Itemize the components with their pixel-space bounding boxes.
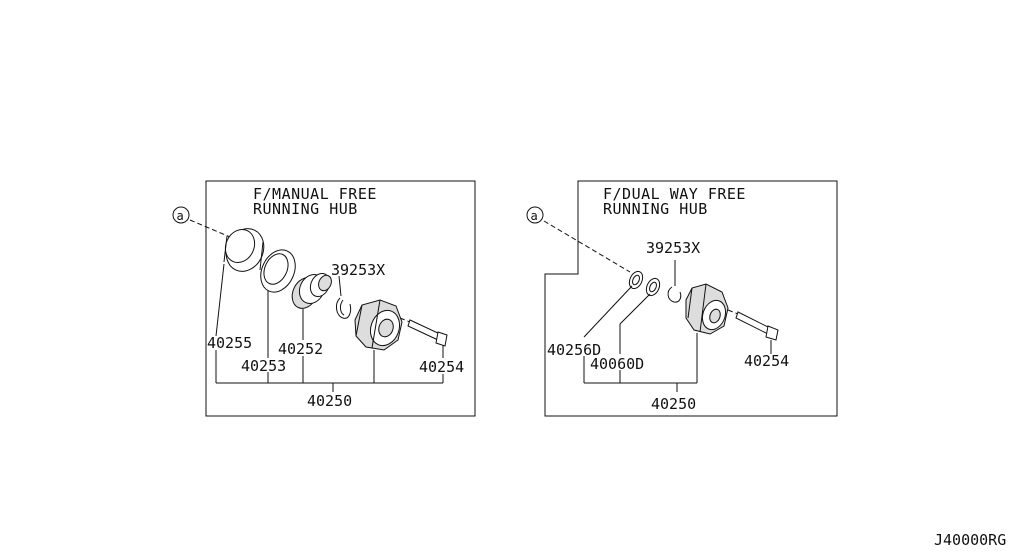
part-label-40253: 40253 <box>241 357 286 375</box>
part-40253-ring <box>260 249 296 293</box>
part-40255-seal <box>223 228 265 272</box>
dual-way-free-running-hub-panel: F/DUAL WAY FREE RUNNING HUB a <box>526 180 838 417</box>
part-label-39253x-right: 39253X <box>646 239 700 257</box>
right-panel-title-line1: F/DUAL WAY FREE <box>603 185 746 203</box>
part-label-40060d: 40060D <box>590 355 644 373</box>
part-39253x-snap-ring <box>335 297 352 319</box>
left-leader-lines <box>215 263 444 392</box>
part-label-40256d: 40256D <box>547 341 601 359</box>
part-label-40250-right: 40250 <box>651 395 696 413</box>
part-label-40255: 40255 <box>207 334 252 352</box>
part-label-40254-right: 40254 <box>744 352 789 370</box>
part-label-39253x-left: 39253X <box>331 261 385 279</box>
manual-free-running-hub-panel: F/MANUAL FREE RUNNING HUB a <box>172 180 476 417</box>
right-ref-marker-circle <box>526 206 544 224</box>
part-40252-body <box>291 272 332 309</box>
left-panel-title-line2: RUNNING HUB <box>253 200 358 218</box>
part-40254-bolt <box>399 317 448 347</box>
part-label-40252: 40252 <box>278 340 323 358</box>
part-label-40254-left: 40254 <box>419 358 464 376</box>
part-hub-assembly-right <box>685 283 729 335</box>
part-label-40250-left: 40250 <box>307 392 352 410</box>
part-40060d-washer <box>645 277 661 297</box>
right-panel-title-line2: RUNNING HUB <box>603 200 708 218</box>
part-hub-assembly-left <box>354 299 403 351</box>
left-ref-marker-label: a <box>177 209 184 223</box>
left-panel-frame <box>205 180 476 417</box>
right-ref-marker-label: a <box>531 209 538 223</box>
part-40254-bolt-right <box>727 309 779 341</box>
left-panel-title-line1: F/MANUAL FREE <box>253 185 377 203</box>
left-ref-marker-circle <box>172 206 190 224</box>
diagram-code: J40000RG <box>934 531 1006 549</box>
part-40256d-washer <box>628 270 644 290</box>
part-39253x-snap-ring-right <box>667 286 682 303</box>
right-ref-dashed-line <box>543 220 631 273</box>
right-leader-lines <box>583 260 772 392</box>
right-panel-frame <box>544 180 838 417</box>
left-ref-dashed-line <box>189 219 231 238</box>
